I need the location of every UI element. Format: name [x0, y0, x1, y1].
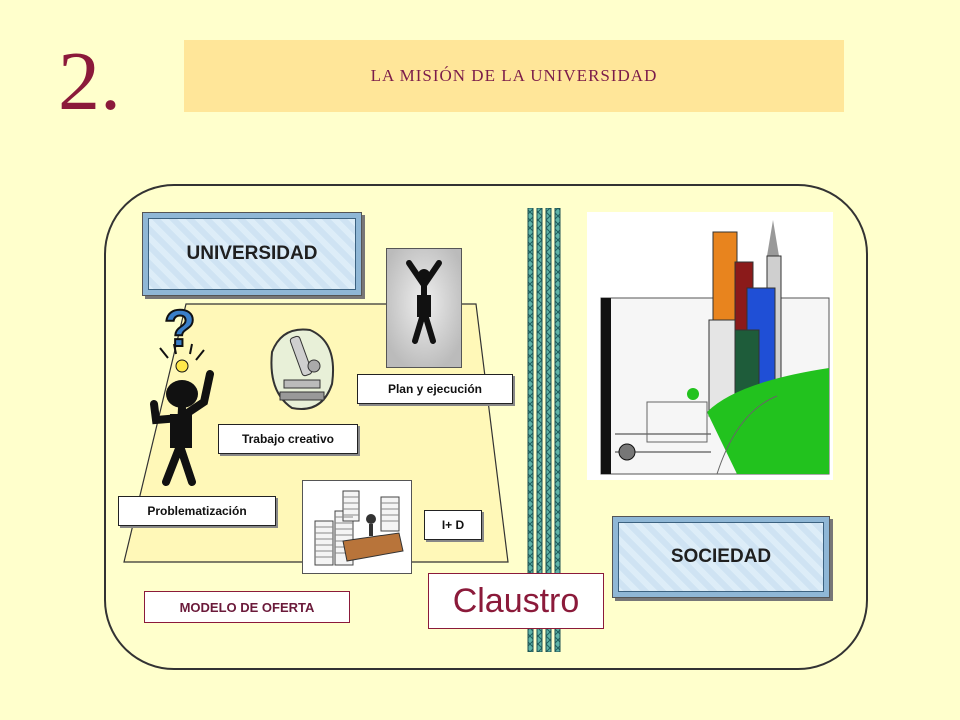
- office-desk-icon: [314, 490, 404, 566]
- cheering-person-icon: [387, 249, 461, 367]
- city-picture: [587, 212, 833, 480]
- cloister-columns: [527, 208, 561, 652]
- claustro-box: Claustro: [428, 573, 604, 629]
- universidad-box: UNIVERSIDAD: [142, 212, 362, 296]
- sociedad-box: SOCIEDAD: [612, 516, 830, 598]
- id-label: I+ D: [424, 510, 482, 540]
- title-bar: LA MISIÓN DE LA UNIVERSIDAD: [184, 40, 844, 112]
- microscope-icon: [270, 328, 334, 410]
- city-skyline-icon: [600, 220, 830, 475]
- cheering-person-picture: [386, 248, 462, 368]
- diagram-frame: [104, 184, 868, 670]
- modelo-oferta-box: MODELO DE OFERTA: [144, 591, 350, 623]
- claustro-label: Claustro: [452, 581, 580, 620]
- question-figure-icon: ?: [150, 299, 214, 486]
- plan-ejecucion-label: Plan y ejecución: [357, 374, 513, 404]
- problematizacion-label: Problematización: [118, 496, 276, 526]
- trabajo-creativo-label: Trabajo creativo: [218, 424, 358, 454]
- slide-number: 2.: [58, 35, 121, 128]
- universidad-label: UNIVERSIDAD: [186, 243, 318, 264]
- slide-title: LA MISIÓN DE LA UNIVERSIDAD: [370, 66, 658, 85]
- office-desk-picture: [302, 480, 412, 574]
- modelo-oferta-label: MODELO DE OFERTA: [179, 599, 315, 615]
- sociedad-label: SOCIEDAD: [670, 546, 772, 567]
